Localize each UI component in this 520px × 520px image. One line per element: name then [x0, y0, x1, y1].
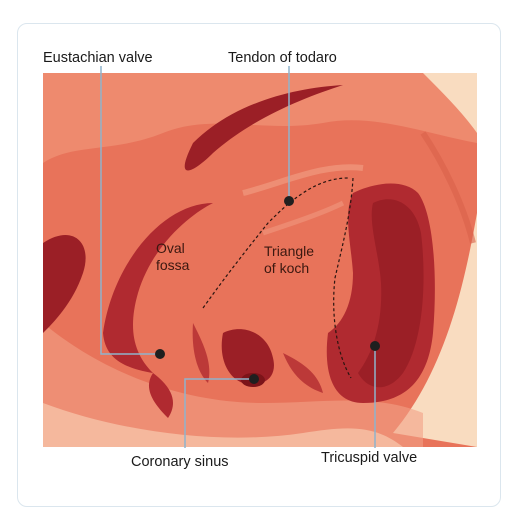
coronary-sinus-orifice	[221, 329, 274, 385]
label-triangle-line1: Triangle	[264, 243, 315, 259]
label-coronary-sinus: Coronary sinus	[131, 454, 229, 470]
rim-top-right	[423, 73, 477, 133]
triangle-border-tendon	[202, 177, 349, 309]
left-dark-fold	[43, 234, 86, 333]
limbus-ridge	[103, 203, 213, 373]
tissue-strand-2	[262, 200, 345, 236]
sinus-ridge-1	[192, 323, 210, 383]
tissue-strand-1	[242, 164, 364, 196]
lower-wall	[43, 323, 423, 447]
label-oval-fossa-line1: Oval	[156, 240, 185, 256]
label-tricuspid-valve: Tricuspid valve	[321, 450, 418, 466]
label-triangle-line2: of koch	[264, 260, 310, 276]
label-oval-fossa-line2: fossa	[156, 257, 190, 273]
eustachian-leader	[100, 66, 160, 355]
tissue-strand-3	[420, 131, 476, 244]
label-tendon-of-todaro: Tendon of todaro	[228, 50, 337, 66]
sinus-ridge-2	[283, 353, 323, 393]
tricuspid-inner	[358, 199, 424, 388]
tendon-marker	[284, 196, 294, 206]
eustachian-marker	[155, 349, 165, 359]
right-atrium-drawing	[43, 73, 477, 447]
coronary-leader	[184, 378, 254, 448]
heart-illustration	[43, 73, 477, 447]
upper-dark-fold	[184, 85, 343, 171]
label-triangle-of-koch: Triangle of koch	[264, 243, 314, 277]
eustachian-fold	[148, 373, 173, 418]
label-eustachian-valve: Eustachian valve	[43, 50, 153, 66]
triangle-border-tricuspid	[333, 177, 354, 379]
label-oval-fossa: Oval fossa	[156, 240, 189, 274]
coronary-marker	[249, 374, 259, 384]
rim-right	[393, 213, 477, 447]
tricuspid-marker	[370, 341, 380, 351]
